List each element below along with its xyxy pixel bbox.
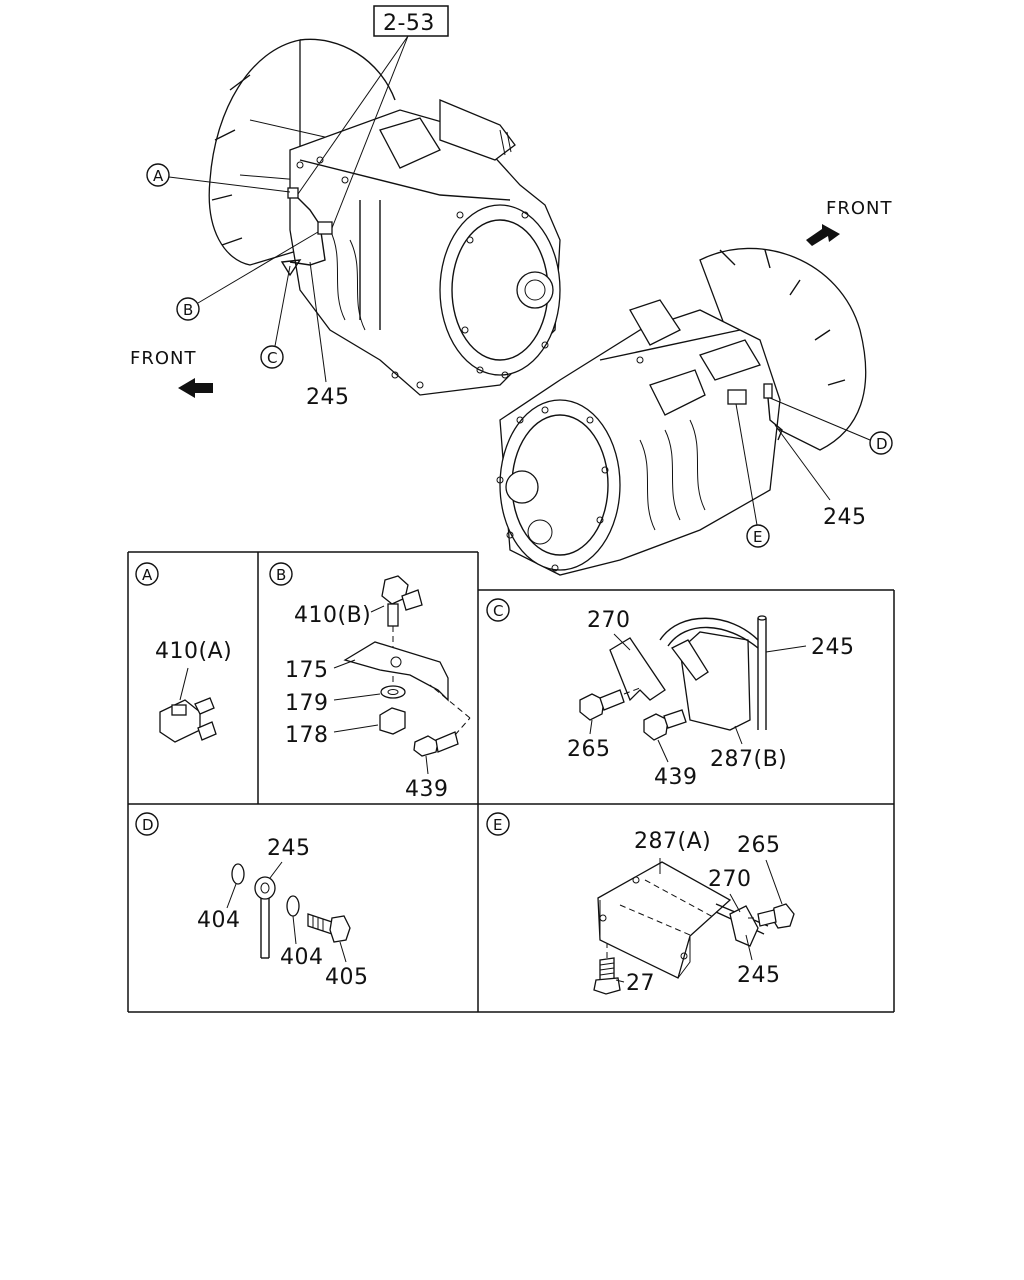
detail-c: C 270 245 265 439 287(B) [486, 598, 855, 790]
part-175-label: 175 [285, 658, 329, 683]
part-410b-label: 410(B) [294, 603, 371, 628]
part-245c-label: 245 [811, 635, 855, 660]
detail-b-title: B [276, 566, 286, 584]
detail-e: E 287(A) 265 270 245 27 [486, 812, 795, 996]
svg-text:FRONT: FRONT [130, 348, 197, 369]
detail-a: A 410(A) [135, 562, 232, 743]
svg-text:245: 245 [306, 385, 350, 410]
detail-d: D 245 404 404 405 [135, 812, 369, 990]
callout-c: C [260, 265, 291, 369]
callout-d: D [769, 397, 893, 455]
callout-b: B [176, 231, 319, 321]
part-439c-label: 439 [654, 765, 698, 790]
detail-b: B 410(B) 175 179 178 439 [269, 562, 471, 802]
svg-text:245: 245 [823, 505, 867, 530]
callout-a: A [146, 163, 291, 193]
detail-d-title: D [142, 816, 154, 834]
part-27-label: 27 [626, 971, 655, 996]
part-270e-label: 270 [708, 867, 752, 892]
transmission-right [496, 247, 867, 576]
svg-text:B: B [183, 301, 193, 319]
part-265e-label: 265 [737, 833, 781, 858]
tee-connector-410a [159, 697, 217, 743]
detail-e-title: E [493, 816, 502, 834]
part-270-label: 270 [587, 608, 631, 633]
part-178-label: 178 [285, 723, 329, 748]
detail-a-title: A [142, 566, 153, 584]
callout-pipe-left: 245 [306, 261, 350, 410]
part-287b-label: 287(B) [710, 747, 787, 772]
svg-text:D: D [876, 435, 888, 453]
part-404-left-label: 404 [197, 908, 241, 933]
callout-pipe-right: 245 [774, 424, 867, 530]
part-410a-label: 410(A) [155, 639, 232, 664]
detail-grid-frame [127, 551, 895, 1013]
front-arrow-right: FRONT [806, 198, 893, 246]
svg-text:E: E [753, 528, 762, 546]
part-245d-label: 245 [267, 836, 311, 861]
detail-c-title: C [493, 602, 503, 620]
transmission-left [208, 38, 561, 396]
part-287a-label: 287(A) [634, 829, 711, 854]
part-439-label: 439 [405, 777, 449, 802]
part-265c-label: 265 [567, 737, 611, 762]
tee-connector-410b [381, 575, 423, 627]
reference-box: 2-53 [297, 5, 449, 229]
part-245e-label: 245 [737, 963, 781, 988]
callout-e: E [735, 403, 770, 548]
svg-text:A: A [153, 167, 164, 185]
svg-text:C: C [267, 349, 277, 367]
part-179-label: 179 [285, 691, 329, 716]
part-405-label: 405 [325, 965, 369, 990]
reference-label: 2-53 [383, 11, 435, 36]
front-arrow-left: FRONT [130, 348, 213, 398]
svg-text:FRONT: FRONT [826, 198, 893, 219]
part-404-right-label: 404 [280, 945, 324, 970]
